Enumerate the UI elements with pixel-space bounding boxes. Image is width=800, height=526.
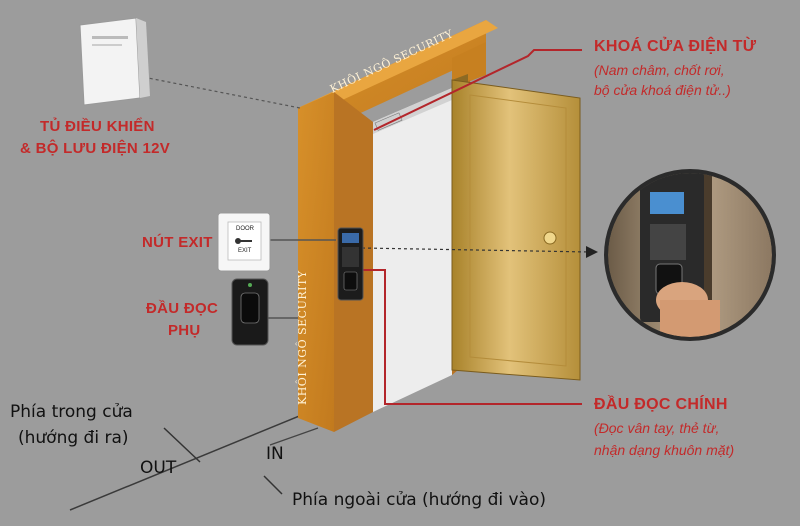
frame-reader: [337, 227, 364, 301]
main-reader-desc-1: (Đọc vân tay, thẻ từ,: [594, 420, 720, 436]
callout-lines: [137, 49, 598, 495]
control-box: [79, 17, 150, 106]
outside-label: Phía ngoài cửa (hướng đi vào): [292, 490, 547, 510]
door-lock-desc-1: (Nam châm, chốt rơi,: [594, 62, 725, 78]
aux-reader-label-1: ĐẦU ĐỌC: [146, 300, 219, 317]
in-label: IN: [266, 444, 284, 464]
door-lock-desc-2: bộ cửa khoá điện tử..): [594, 82, 731, 98]
control-box-label-1: TỦ ĐIỀU KHIỂN: [40, 118, 155, 135]
frame-brand-side: KHÔI NGÔ SECURITY: [296, 270, 309, 405]
exit-button-label: NÚT EXIT: [142, 234, 213, 251]
exit-button-graphic: [217, 212, 271, 272]
main-reader-title: ĐẦU ĐỌC CHÍNH: [594, 396, 728, 413]
aux-reader-label-2: PHỤ: [168, 322, 201, 339]
door-leaf: [451, 74, 581, 381]
frame-brand-side-text: KHÔI NGÔ SECURITY: [296, 270, 309, 405]
exit-face-bottom: EXIT: [238, 248, 252, 254]
door-lock-title: KHOÁ CỬA ĐIỆN TỪ: [594, 38, 757, 55]
aux-reader-graphic: [231, 278, 269, 346]
control-box-label-2: & BỘ LƯU ĐIỆN 12V: [20, 140, 171, 157]
reader-photo-inset: [604, 169, 776, 341]
inside-label-1: Phía trong cửa: [10, 402, 133, 422]
inside-label-2: (hướng đi ra): [18, 428, 129, 448]
exit-face-top: DOOR: [236, 226, 254, 232]
main-reader-desc-2: nhận dạng khuôn mặt): [594, 442, 735, 458]
out-label: OUT: [140, 458, 177, 478]
